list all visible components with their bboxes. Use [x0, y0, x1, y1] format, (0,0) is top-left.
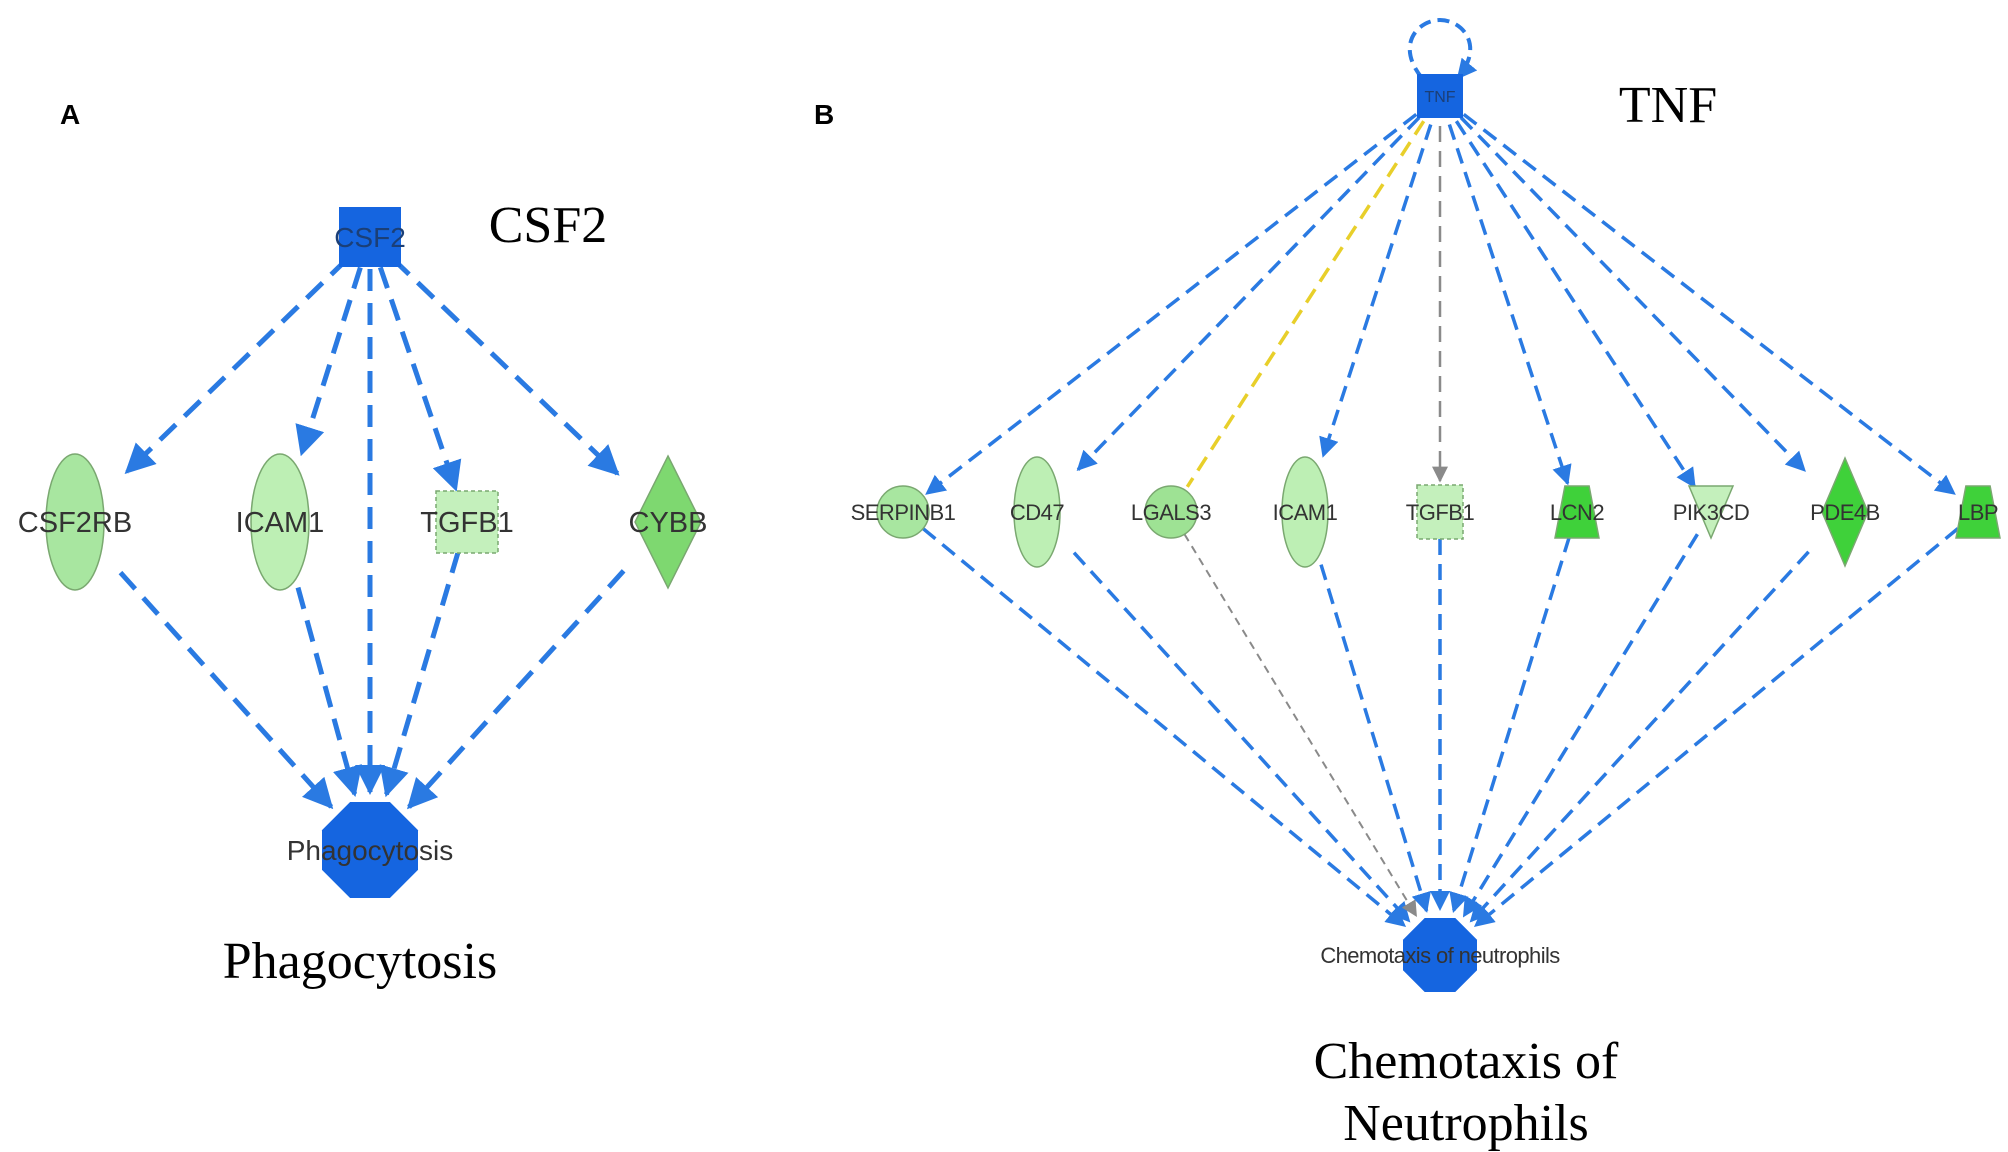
hub-node-csf2: CSF2 — [334, 207, 406, 267]
node-label-icam1: ICAM1 — [236, 507, 325, 539]
node-cd47: CD47 — [1010, 456, 1065, 568]
edge-csf2rb-to-phagocytosis — [118, 570, 334, 810]
node-shape-serpinb1 — [876, 485, 930, 539]
edge-tgfb1-to-phagocytosis — [379, 551, 461, 798]
node-cybb: CYBB — [629, 454, 708, 590]
node-lgals3: LGALS3 — [1131, 485, 1212, 539]
hub-label: CSF2 — [334, 222, 406, 253]
target-node-chemotaxis-of-neutrophils: Chemotaxis of neutrophils — [1320, 918, 1561, 992]
panel-b: B TNF Chemotaxis of Neutrophils SERPINB1… — [814, 17, 2001, 1152]
target-caption-line-1: Chemotaxis of — [1314, 1033, 1619, 1090]
node-label-serpinb1: SERPINB1 — [851, 500, 956, 525]
node-shape-icam1 — [1281, 456, 1329, 568]
edge-icam1-to-phagocytosis — [295, 586, 362, 797]
edge-cybb-to-phagocytosis — [406, 569, 626, 810]
node-shape-lgals3 — [1144, 485, 1198, 539]
node-shape-tgfb1 — [435, 490, 499, 554]
hub-shape — [339, 207, 401, 267]
target-shape — [1403, 918, 1477, 992]
node-shape-cybb — [634, 454, 702, 590]
edge-lcn2-to-chemotaxis — [1449, 536, 1571, 913]
edge-pde4b-to-chemotaxis — [1469, 550, 1810, 923]
node-label-icam1: ICAM1 — [1273, 500, 1338, 525]
target-label: Phagocytosis — [287, 835, 454, 866]
node-tgfb1: TGFB1 — [420, 490, 514, 554]
target-label: Chemotaxis of neutrophils — [1320, 943, 1560, 968]
node-icam1: ICAM1 — [1273, 456, 1338, 568]
node-label-lbp: LBP — [1958, 500, 1998, 525]
node-label-cd47: CD47 — [1010, 500, 1065, 525]
nodes-panel-b: SERPINB1 CD47 LGALS3 ICAM1 TGFB1 LCN2 PIK3CD PD… — [851, 74, 2001, 992]
node-label-cybb: CYBB — [629, 507, 708, 539]
edge-tnf-to-lbp — [1462, 112, 1956, 496]
edge-icam1-to-chemotaxis — [1319, 564, 1431, 913]
node-pde4b: PDE4B — [1810, 456, 1880, 568]
edge-tnf-to-lgals3 — [1185, 120, 1426, 488]
edge-csf2-to-tgfb1 — [377, 266, 462, 492]
hub-node-tnf: TNF — [1417, 74, 1463, 118]
target-node-phagocytosis: Phagocytosis — [287, 802, 454, 898]
node-label-tgfb1: TGFB1 — [1406, 500, 1475, 525]
edge-tnf-to-serpinb1 — [925, 112, 1418, 496]
node-shape-cd47 — [1013, 456, 1061, 568]
node-label-pik3cd: PIK3CD — [1673, 500, 1749, 525]
panel-letter-b: B — [814, 99, 834, 130]
node-label-lgals3: LGALS3 — [1131, 500, 1211, 525]
node-label-pde4b: PDE4B — [1810, 500, 1880, 525]
hub-caption-csf2: CSF2 — [489, 197, 608, 254]
target-shape — [322, 802, 418, 898]
edge-tnf-to-lcn2 — [1447, 123, 1572, 486]
hub-caption-tnf: TNF — [1619, 77, 1717, 134]
edge-lgals3-to-chemotaxis — [1183, 533, 1417, 918]
target-caption-line-2: Neutrophils — [1343, 1095, 1589, 1152]
edge-serpinb1-to-chemotaxis — [921, 527, 1407, 928]
edge-csf2-to-cybb — [391, 257, 620, 476]
edge-tnf-to-pde4b — [1459, 116, 1806, 472]
target-caption-phagocytosis: Phagocytosis — [223, 933, 497, 990]
node-shape-pik3cd — [1687, 485, 1735, 540]
edge-csf2-to-csf2rb — [124, 257, 349, 475]
node-label-tgfb1: TGFB1 — [420, 507, 513, 539]
edge-cd47-to-chemotaxis — [1072, 551, 1411, 923]
node-label-lcn2: LCN2 — [1550, 500, 1605, 525]
hub-label: TNF — [1424, 89, 1455, 106]
hub-shape — [1417, 74, 1463, 118]
node-shape-pde4b — [1821, 456, 1869, 568]
node-csf2rb: CSF2RB — [18, 453, 132, 591]
node-pik3cd: PIK3CD — [1673, 485, 1750, 540]
edge-lbp-to-chemotaxis — [1473, 527, 1960, 928]
edges-panel-a — [118, 257, 626, 810]
edges-panel-b — [921, 17, 1960, 928]
node-icam1: ICAM1 — [236, 453, 325, 591]
edge-pik3cd-to-chemotaxis — [1462, 533, 1699, 918]
node-shape-lbp — [1955, 485, 2001, 539]
edge-tnf-to-pik3cd — [1454, 120, 1697, 489]
node-shape-icam1 — [250, 453, 310, 591]
panel-letter-a: A — [60, 99, 80, 130]
node-lcn2: LCN2 — [1550, 485, 1605, 539]
node-serpinb1: SERPINB1 — [851, 485, 956, 539]
edge-tnf-to-cd47 — [1076, 116, 1421, 472]
node-label-csf2rb: CSF2RB — [18, 507, 132, 539]
node-shape-tgfb1 — [1416, 484, 1464, 540]
node-lbp: LBP — [1955, 485, 2001, 539]
node-shape-csf2rb — [45, 453, 105, 591]
edge-tnf-self-loop — [1407, 17, 1478, 80]
panel-a: A CSF2 Phagocytosis CSF2RB ICAM1 TGFB1 CYBB… — [18, 99, 708, 990]
node-tgfb1: TGFB1 — [1406, 484, 1475, 540]
node-shape-lcn2 — [1554, 485, 1600, 539]
edge-tnf-to-icam1 — [1319, 123, 1433, 458]
